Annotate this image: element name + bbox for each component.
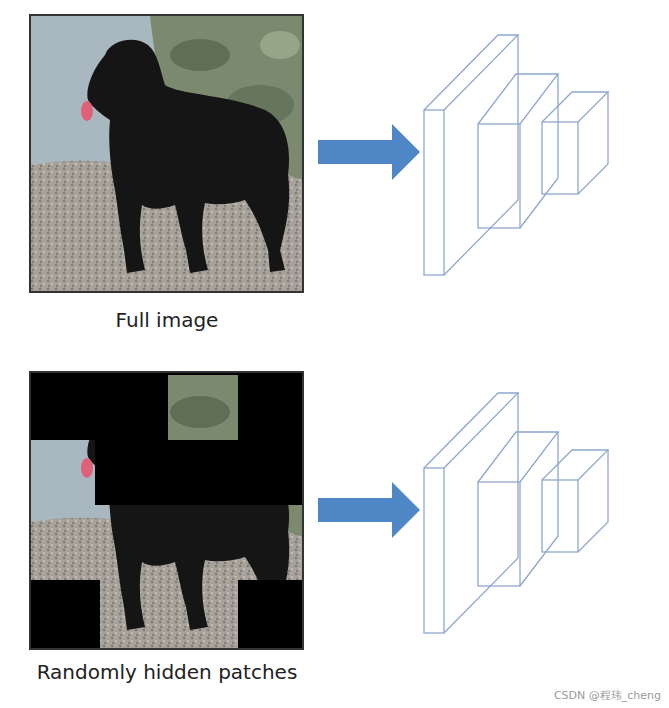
image-caption: Full image	[116, 308, 219, 332]
image-caption: Randomly hidden patches	[37, 660, 298, 684]
watermark: CSDN @程玮_cheng	[554, 688, 661, 703]
